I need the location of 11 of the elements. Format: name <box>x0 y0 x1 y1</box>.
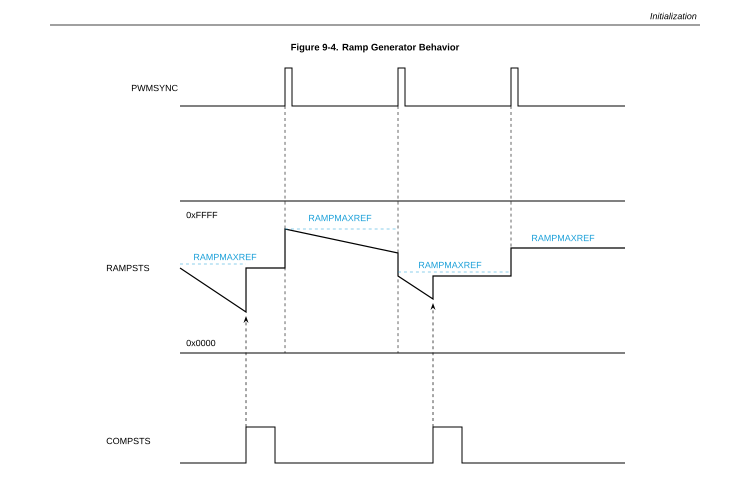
level-label: RAMPMAXREF <box>194 254 256 260</box>
signal-name: PWMSYNC <box>132 84 178 92</box>
level-label: RAMPMAXREF <box>419 262 482 268</box>
level-label: RAMPMAXREF <box>532 234 594 242</box>
figure-title: Figure 9-4. Ramp Generator Behavior <box>291 44 460 52</box>
section-header: Initialization <box>650 12 696 20</box>
signal-name: RAMPSTS <box>106 264 150 272</box>
level-label: RAMPMAXREF <box>309 214 372 222</box>
axis-value: 0x0000 <box>186 340 216 346</box>
signal-name: COMPSTS <box>106 438 150 444</box>
axis-value: 0xFFFF <box>186 212 218 218</box>
